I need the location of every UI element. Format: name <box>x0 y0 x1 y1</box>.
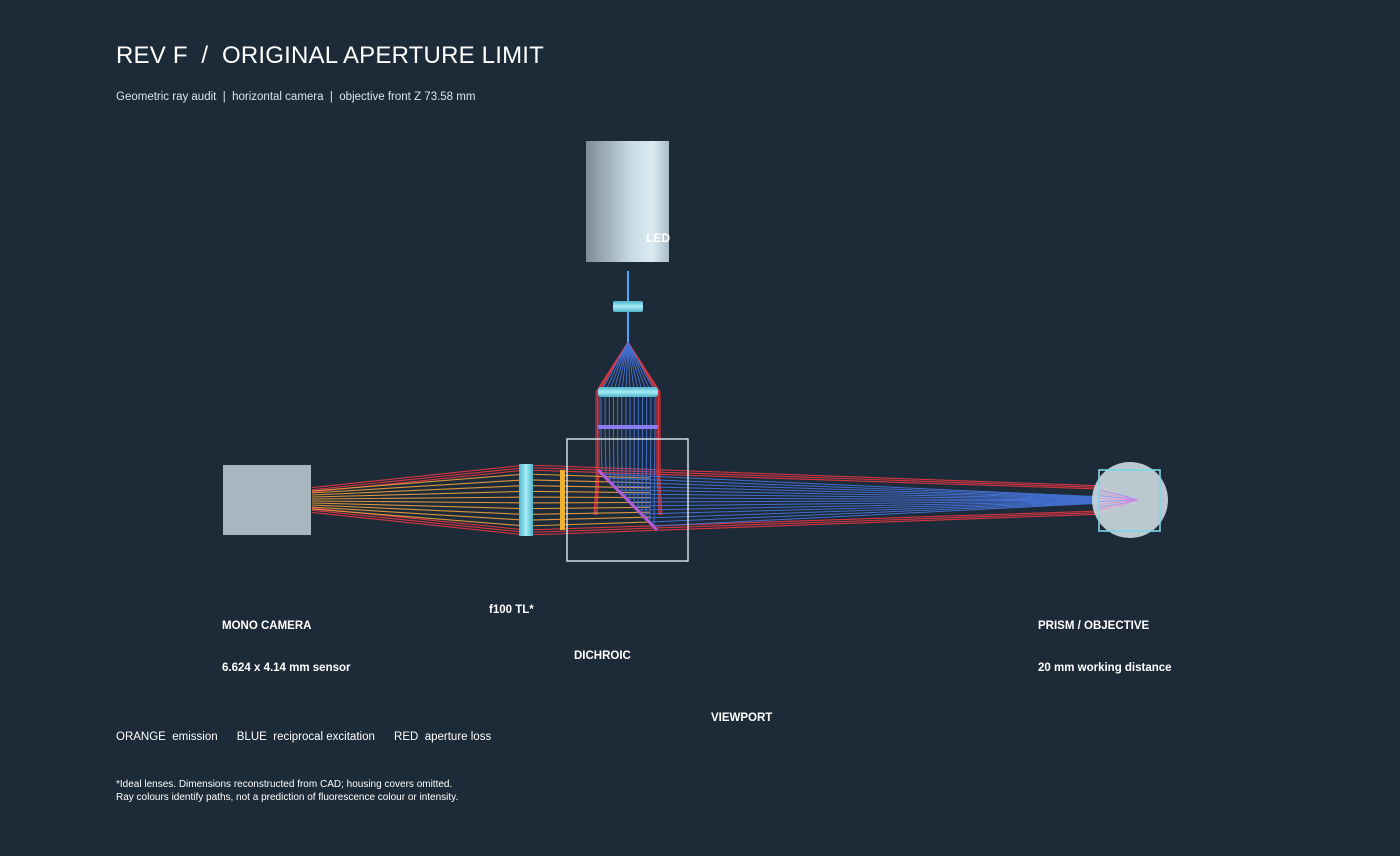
mono-camera <box>223 465 311 535</box>
objective-name: PRISM / OBJECTIVE <box>1038 620 1150 632</box>
ray-emission <box>311 500 651 504</box>
ray-excitation <box>625 341 1136 501</box>
ray-group-excitation <box>600 341 1136 527</box>
objective-detail: 20 mm working distance <box>1038 662 1172 674</box>
legend-orange-desc: emission <box>172 731 218 743</box>
ray-emission <box>311 502 651 510</box>
legend-blue-desc: reciprocal excitation <box>273 731 375 743</box>
dichroic-cube <box>566 438 689 562</box>
prism-box <box>1098 469 1161 532</box>
led-label: LED <box>646 231 670 245</box>
camera-detail: 6.624 x 4.14 mm sensor <box>222 662 351 674</box>
diagram-title: REV F / ORIGINAL APERTURE LIMIT <box>116 42 545 69</box>
dichroic-mirror <box>596 468 659 532</box>
collector-lens <box>613 301 643 312</box>
footnote-line-1: *Ideal lenses. Dimensions reconstructed … <box>116 779 453 790</box>
legend-red-desc: aperture loss <box>424 731 492 743</box>
camera-label: MONO CAMERA 6.624 x 4.14 mm sensor <box>222 591 351 689</box>
footnote-line-2: Ray colours identify paths, not a predic… <box>116 792 459 803</box>
legend-red-key: RED <box>394 731 419 743</box>
ray-loss-vertical <box>593 341 629 516</box>
ray-emission <box>311 496 651 500</box>
legend-orange-key: ORANGE <box>116 731 166 743</box>
ray-loss-vertical <box>627 341 660 516</box>
emission-filter <box>560 470 565 530</box>
legend-blue-key: BLUE <box>236 731 267 743</box>
ray-emission <box>311 490 651 498</box>
tube-lens-label: f100 TL* <box>489 604 534 616</box>
ray-loss-vertical <box>594 341 629 516</box>
diagram-subtitle: Geometric ray audit | horizontal camera … <box>116 91 476 103</box>
excitation-condenser-lens <box>598 387 658 397</box>
ray-excitation <box>621 341 1136 502</box>
camera-name: MONO CAMERA <box>222 620 312 632</box>
focus-ray-bundle <box>1099 489 1139 511</box>
objective-label: PRISM / OBJECTIVE 20 mm working distance <box>1038 591 1172 689</box>
tube-lens <box>519 464 533 536</box>
ray-loss-vertical <box>627 341 662 516</box>
legend: ORANGE emission BLUE reciprocal excitati… <box>116 731 491 743</box>
dichroic-label: DICHROIC <box>574 650 631 662</box>
viewport-label: VIEWPORT <box>711 712 773 724</box>
excitation-filter <box>598 425 658 429</box>
focus-ray <box>1099 499 1139 511</box>
led-housing <box>586 141 669 262</box>
